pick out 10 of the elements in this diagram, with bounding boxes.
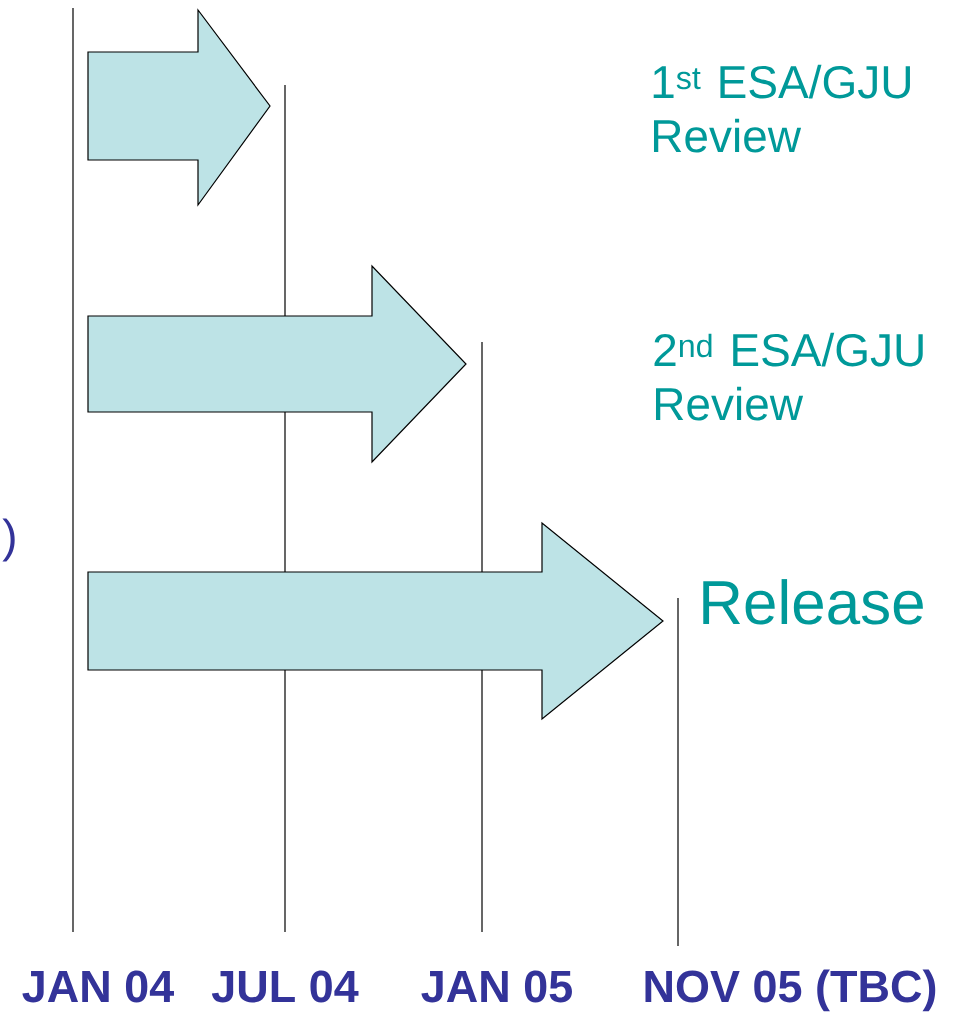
milestone-label: 2$^{nd}$ ESA/GJU Review	[654, 332, 923, 421]
date-label: JAN 05	[421, 970, 572, 1003]
block-arrow	[87, 8, 271, 207]
block-arrow	[87, 521, 664, 721]
milestone-label: 1$^{st}$ ESA/GJU Review	[653, 64, 910, 153]
date-label: JAN 04	[22, 970, 174, 1003]
date-label: NOV 05 (TBC)	[645, 969, 936, 1012]
block-arrow	[87, 264, 467, 464]
parenthesis: )	[2, 518, 15, 562]
date-label: JUL 04	[211, 970, 359, 1003]
